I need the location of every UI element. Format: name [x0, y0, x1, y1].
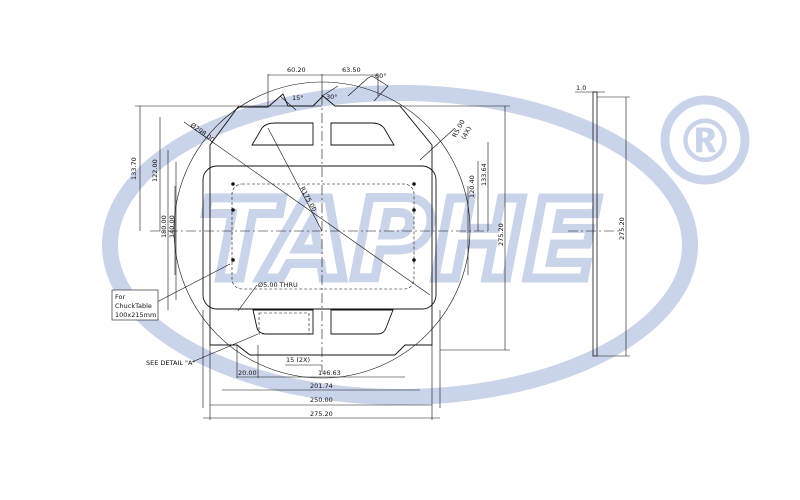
- chuck-label-line1: For: [115, 293, 125, 301]
- watermark-ellipse: [102, 85, 698, 405]
- dim-thickness: 1.0: [576, 84, 586, 92]
- registered-circle: [660, 95, 750, 185]
- angle-marks: 60° 30° 15°: [279, 72, 389, 111]
- dim-275-20: 275.20: [310, 410, 333, 418]
- angle-30-line: [321, 85, 339, 97]
- radius-slot-leader: [419, 127, 456, 161]
- bottom-dimensions: 15 (2X) 20.00 146.63 201.74 250.00 275.2…: [202, 310, 441, 420]
- chuck-label-line3: 100x215mm: [115, 311, 156, 319]
- thru-hole-leader: [237, 284, 258, 312]
- diameter-leader: [183, 121, 431, 296]
- dim-180-00: 180.00: [160, 215, 168, 238]
- leader-lines: [156, 121, 456, 363]
- thru-hole-note: Ø5.00 THRU: [258, 281, 298, 289]
- slot-top-right: [330, 122, 395, 146]
- right-dimensions: 120.40 133.64 275.20: [400, 105, 510, 351]
- dim-146-63: 146.63: [318, 369, 341, 377]
- hole-5: [231, 208, 235, 212]
- dim-133-70: 133.70: [130, 157, 138, 180]
- angle-60-wedge: [347, 75, 389, 102]
- slot-bottom-left: [252, 309, 314, 335]
- angle-15-label: 15°: [292, 94, 304, 102]
- dim-top-left: 60.20: [287, 66, 306, 74]
- hole-4: [412, 258, 416, 262]
- dim-275-20-main: 275.20: [497, 223, 505, 246]
- watermark-text: TAPHE: [200, 176, 599, 304]
- hole-3: [231, 258, 235, 262]
- brand-watermark: TAPHE ®: [102, 85, 750, 405]
- slot-bottom-right: [330, 309, 394, 335]
- angle-30-label: 30°: [326, 93, 338, 101]
- angle-15-line: [279, 95, 297, 111]
- hole-6: [412, 208, 416, 212]
- slots: [251, 122, 395, 335]
- dim-20-00: 20.00: [238, 369, 257, 377]
- hole-2: [412, 182, 416, 186]
- detail-a-box: [258, 312, 310, 335]
- chuck-label-line2: ChuckTable: [115, 302, 152, 310]
- dim-201-74: 201.74: [310, 382, 333, 390]
- radius-leader: [267, 127, 323, 232]
- chuck-table-label: For ChuckTable 100x215mm: [111, 289, 159, 321]
- circle-tangent-lines: [174, 186, 469, 275]
- dim-top-right: 63.50: [342, 66, 361, 74]
- hole-1: [231, 182, 235, 186]
- side-view: 1.0 275.20: [575, 84, 630, 357]
- registered-mark: ®: [675, 107, 735, 177]
- notes: Ø5.00 THRU SEE DETAIL "A": [146, 281, 298, 367]
- dim-250-00: 250.00: [310, 396, 333, 404]
- center-lines: [150, 95, 620, 372]
- chuck-label-leader: [156, 263, 231, 303]
- chuck-table-area: [202, 165, 437, 310]
- dim-122-00: 122.00: [151, 159, 159, 182]
- dim-275-20-side: 275.20: [618, 217, 626, 240]
- slot-top-left: [251, 122, 314, 146]
- left-dimensions: 133.70 122.00 180.00 140.00: [130, 105, 322, 310]
- angle-60-label: 60°: [375, 72, 387, 80]
- dim-133-64: 133.64: [480, 163, 488, 186]
- dim-120-40: 120.40: [468, 175, 476, 198]
- chuck-dashed-rect: [231, 183, 415, 290]
- chuck-label-box: [111, 289, 159, 321]
- top-dimensions: 60.20 63.50: [267, 66, 379, 106]
- dim-140-00: 140.00: [168, 215, 176, 238]
- chuck-outer-rect: [202, 165, 437, 310]
- dim-15-2x: 15 (2X): [286, 356, 310, 364]
- see-detail-note: SEE DETAIL "A": [146, 359, 195, 367]
